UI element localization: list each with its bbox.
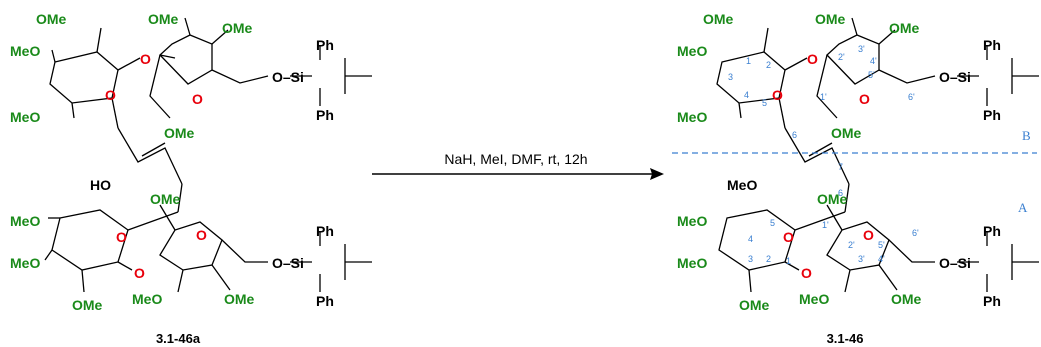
ome-label: OMe bbox=[891, 291, 922, 307]
meo-label: MeO bbox=[677, 43, 707, 59]
ome-label: OMe bbox=[739, 297, 770, 313]
meo-label: MeO bbox=[10, 43, 40, 59]
phenyl-label: Ph bbox=[983, 107, 1001, 123]
product-labels: OMe MeO MeO O O OMe OMe O OMe O–Si Ph Ph… bbox=[677, 11, 1031, 313]
atom-number: 3' bbox=[858, 44, 865, 54]
product-compound-label: 3.1-46 bbox=[827, 331, 864, 346]
ring-oxygen: O bbox=[859, 91, 870, 107]
atom-number: 2' bbox=[848, 240, 855, 250]
ome-label: OMe bbox=[831, 125, 862, 141]
atom-number: 4 bbox=[748, 234, 753, 244]
ring-oxygen: O bbox=[783, 229, 794, 245]
product-structure bbox=[716, 17, 1039, 293]
glycosidic-oxygen: O bbox=[140, 51, 151, 67]
atom-number: 6 bbox=[792, 130, 797, 140]
atom-number: 5' bbox=[868, 70, 875, 80]
meo-label: MeO bbox=[799, 291, 829, 307]
atom-number: 6' bbox=[908, 92, 915, 102]
reactant-structure bbox=[44, 17, 372, 293]
atom-number: 4' bbox=[870, 56, 877, 66]
ring-oxygen: O bbox=[105, 87, 116, 103]
fragment-a-label: A bbox=[1018, 200, 1028, 215]
hydroxyl-label: HO bbox=[90, 177, 111, 193]
phenyl-label: Ph bbox=[316, 37, 334, 53]
phenyl-label: Ph bbox=[316, 107, 334, 123]
atom-number: 4' bbox=[878, 254, 885, 264]
phenyl-label: Ph bbox=[983, 37, 1001, 53]
atom-number: 5 bbox=[762, 98, 767, 108]
atom-number: 1 bbox=[746, 56, 751, 66]
reactant-labels: OMe MeO MeO O O OMe OMe O OMe O–Si Ph Ph… bbox=[10, 11, 334, 313]
ome-label: OMe bbox=[36, 11, 67, 27]
atom-number: 2 bbox=[766, 60, 771, 70]
ome-label: OMe bbox=[703, 11, 734, 27]
silyl-ether-label: O–Si bbox=[939, 69, 971, 85]
ring-oxygen: O bbox=[772, 87, 783, 103]
meo-label: MeO bbox=[10, 109, 40, 125]
meo-label: MeO bbox=[677, 255, 707, 271]
phenyl-label: Ph bbox=[316, 223, 334, 239]
atom-number: 5' bbox=[878, 240, 885, 250]
atom-number: 2 bbox=[766, 254, 771, 264]
glycosidic-oxygen: O bbox=[801, 265, 812, 281]
atom-number: 4 bbox=[744, 90, 749, 100]
atom-number: 3 bbox=[748, 254, 753, 264]
atom-number: 6 bbox=[838, 188, 843, 198]
atom-number: 1' bbox=[820, 92, 827, 102]
glycosidic-oxygen: O bbox=[134, 265, 145, 281]
reaction-arrow bbox=[372, 168, 664, 180]
ring-oxygen: O bbox=[863, 227, 874, 243]
meo-label: MeO bbox=[677, 213, 707, 229]
meo-label: MeO bbox=[132, 291, 162, 307]
meo-label: MeO bbox=[10, 213, 40, 229]
ring-oxygen: O bbox=[196, 227, 207, 243]
meo-label: MeO bbox=[677, 109, 707, 125]
atom-number: 7 bbox=[838, 162, 843, 172]
silyl-ether-label: O–Si bbox=[272, 69, 304, 85]
atom-number: 6' bbox=[912, 228, 919, 238]
silyl-ether-label: O–Si bbox=[272, 255, 304, 271]
silyl-ether-label: O–Si bbox=[939, 255, 971, 271]
ome-label: OMe bbox=[224, 291, 255, 307]
ome-label: OMe bbox=[817, 191, 848, 207]
phenyl-label: Ph bbox=[316, 293, 334, 309]
atom-number: 3 bbox=[728, 72, 733, 82]
reaction-conditions: NaH, MeI, DMF, rt, 12h bbox=[444, 151, 587, 167]
fragment-b-label: B bbox=[1022, 128, 1031, 143]
atom-number: 2' bbox=[838, 52, 845, 62]
meo-label: MeO bbox=[10, 255, 40, 271]
atom-number: 3' bbox=[858, 254, 865, 264]
ome-label: OMe bbox=[150, 191, 181, 207]
atom-number: 1 bbox=[786, 256, 791, 266]
methoxy-label: MeO bbox=[727, 177, 757, 193]
ome-label: OMe bbox=[222, 20, 253, 36]
ome-label: OMe bbox=[148, 11, 179, 27]
ome-label: OMe bbox=[164, 125, 195, 141]
ome-label: OMe bbox=[72, 297, 103, 313]
ring-oxygen: O bbox=[116, 229, 127, 245]
glycosidic-oxygen: O bbox=[807, 51, 818, 67]
ome-label: OMe bbox=[815, 11, 846, 27]
phenyl-label: Ph bbox=[983, 293, 1001, 309]
phenyl-label: Ph bbox=[983, 223, 1001, 239]
ring-oxygen: O bbox=[192, 91, 203, 107]
atom-number: 5 bbox=[770, 218, 775, 228]
reactant-compound-label: 3.1-46a bbox=[156, 331, 201, 346]
atom-number: 1' bbox=[822, 220, 829, 230]
ome-label: OMe bbox=[889, 20, 920, 36]
